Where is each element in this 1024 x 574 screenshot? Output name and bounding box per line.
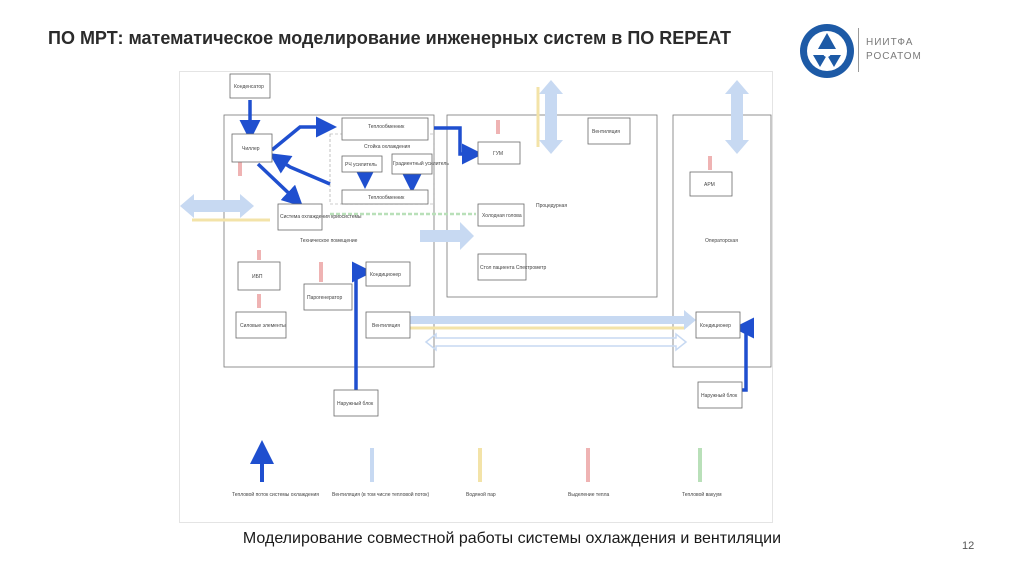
label-condenser-top: Конденсатор [234,84,264,90]
label-chiller: Чиллер [242,146,260,152]
label-power: Силовые элементы [240,323,286,329]
vent-arrow-mid [406,310,696,330]
label-humidifier: Парогенератор [307,295,342,301]
legend-label-pink: Выделение тепла [568,492,610,498]
label-patient: Стол пациента Спектрометр [480,265,546,271]
box-cryo [277,203,323,231]
label-cold-head: Холодная голова [482,213,522,219]
label-hx-bottom: Теплообменник [368,195,405,201]
vent-arrow-top-oper [725,80,749,154]
label-hx-top: Теплообменник [368,124,405,130]
box-cold-head [477,203,525,227]
flow-chiller-cryo [256,162,304,207]
legend: Тепловой поток системы охлаждения Вентил… [232,440,722,498]
label-vent-mid: Вентиляция [372,323,400,329]
label-conditioner: Кондиционер [370,272,401,278]
label-conditioner-op: Кондиционер [700,323,731,329]
box-vent-top [587,117,631,145]
box-grad-amp [391,153,433,175]
legend-label-blue: Тепловой поток системы охлаждения [232,491,319,498]
legend-label-lightblue: Вентиляция (в том числе тепловой поток) [332,491,429,498]
page-number: 12 [962,540,975,552]
label-rf-amp: РЧ усилитель [345,162,377,168]
box-outdoor1 [333,389,379,417]
flow-outdoor-cond [352,261,373,390]
legend-label-green: Тепловой вакуум [682,491,722,498]
vent-arrow-bottom [424,332,688,352]
box-gvm [477,141,521,165]
vent-arrow-left [180,194,254,218]
logo-separator [858,28,859,72]
flow-hx-gvm [434,126,483,165]
box-rf-amp [341,155,383,173]
room-proc-label: Процедурная [536,203,567,209]
room-oper [672,114,772,368]
label-outdoor2: Наружный блок [701,392,738,399]
box-chiller [231,133,273,163]
diagram-canvas: Техническое помещение Процедурная Операт… [180,73,772,498]
box-ibp [237,261,281,291]
flow-outdoor-oper [733,317,754,392]
box-condenser-top [229,73,271,99]
label-vent-top: Вентиляция [592,129,620,135]
box-vent-mid [365,311,411,339]
logo [800,24,854,78]
logo-line2: РОСАТОМ [866,51,922,62]
rosatom-atom-icon [800,24,854,78]
label-grad-amp: Градиентный усилитель [393,160,449,167]
box-humidifier [303,283,353,311]
slide-caption: Моделирование совместной работы системы … [242,530,782,547]
box-conditioner-op [695,311,741,339]
label-cryo: Система охлаждения криосистемы [280,214,362,220]
logo-line1: НИИТФА [866,37,914,48]
label-cold-rack: Стойка охлаждения [364,143,410,150]
vent-arrow-top-proc [539,80,563,154]
legend-label-yellow: Водяной пар [466,491,496,498]
label-gvm: ГУМ [493,151,503,157]
box-arm [689,171,733,197]
box-patient [477,253,527,281]
flow-chiller-hx [270,116,337,152]
vent-arrow-tech-to-proc [420,222,474,250]
slide-title: ПО МРТ: математическое моделирование инж… [48,28,731,48]
box-hx-bottom [341,189,429,205]
room-oper-label: Операторская [705,238,738,244]
system-diagram: Техническое помещение Процедурная Операт… [179,71,773,523]
label-outdoor1: Наружный блок [337,400,374,407]
label-ibp: ИБП [252,274,263,280]
room-tech-label: Техническое помещение [300,238,358,244]
box-conditioner [365,261,411,287]
label-arm: АРМ [704,182,715,188]
box-hx-top [341,117,429,141]
box-power [235,311,287,339]
flow-hx-chiller [269,153,331,186]
box-outdoor2 [697,381,743,409]
logo-text: НИИТФА РОСАТОМ [866,36,922,64]
